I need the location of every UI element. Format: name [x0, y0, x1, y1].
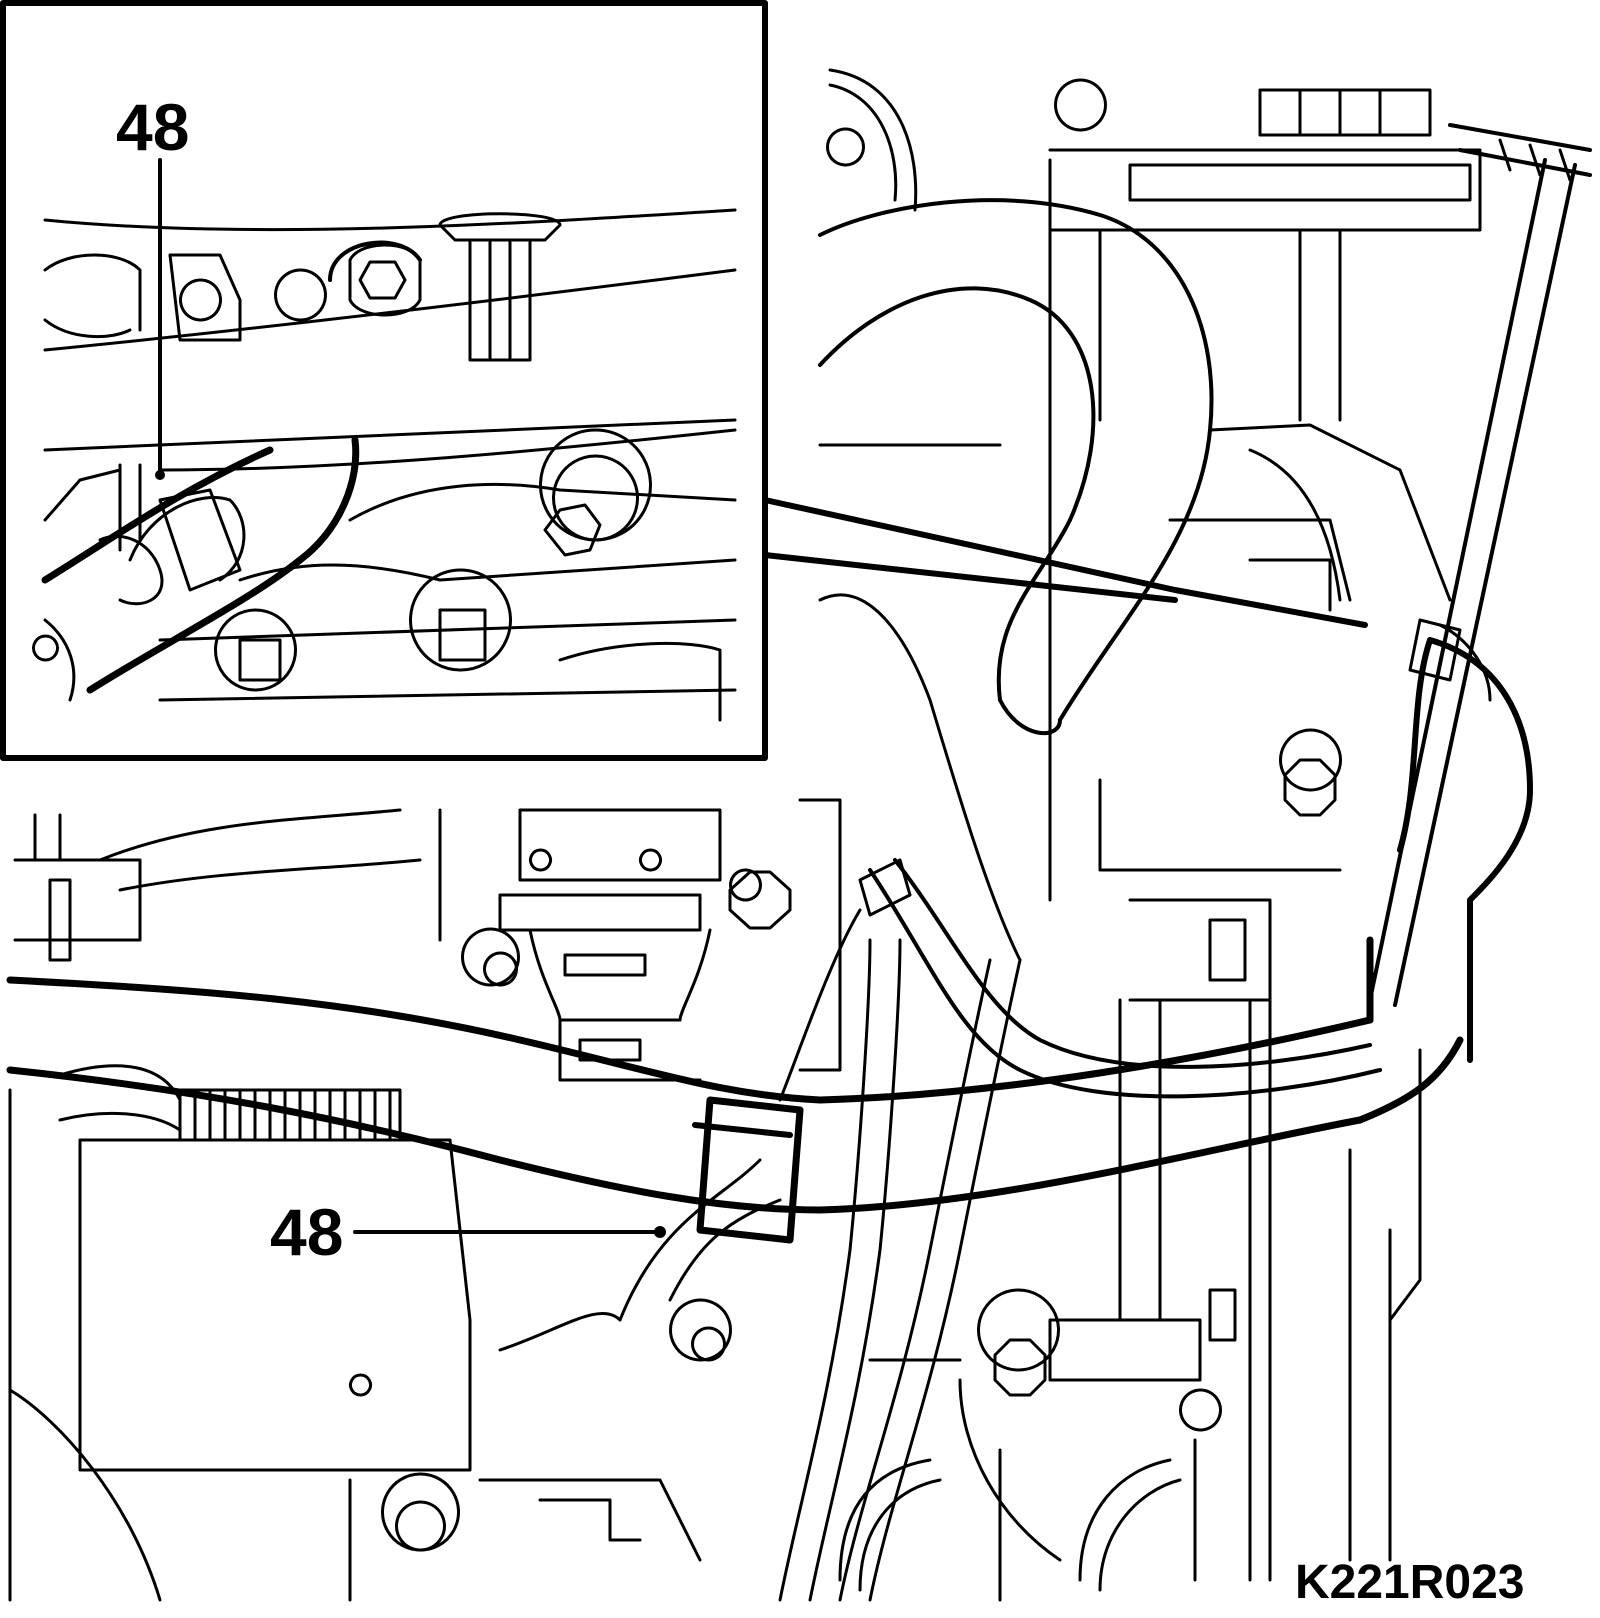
metal-pipe: [858, 858, 1382, 1099]
inset-callout-label: 48: [116, 90, 189, 164]
detail-pointer: [762, 497, 1368, 628]
figure-code: K221R023: [1295, 1556, 1525, 1609]
main-callout-label: 48: [270, 1195, 343, 1269]
main-callout-leader: [353, 1226, 666, 1238]
wiring-harness: [1368, 123, 1592, 1063]
engine-background: [818, 68, 1482, 1602]
lower-engine: [8, 798, 1022, 1602]
detail-inset: [0, 0, 768, 761]
hose-48-main: [6, 936, 1464, 1244]
